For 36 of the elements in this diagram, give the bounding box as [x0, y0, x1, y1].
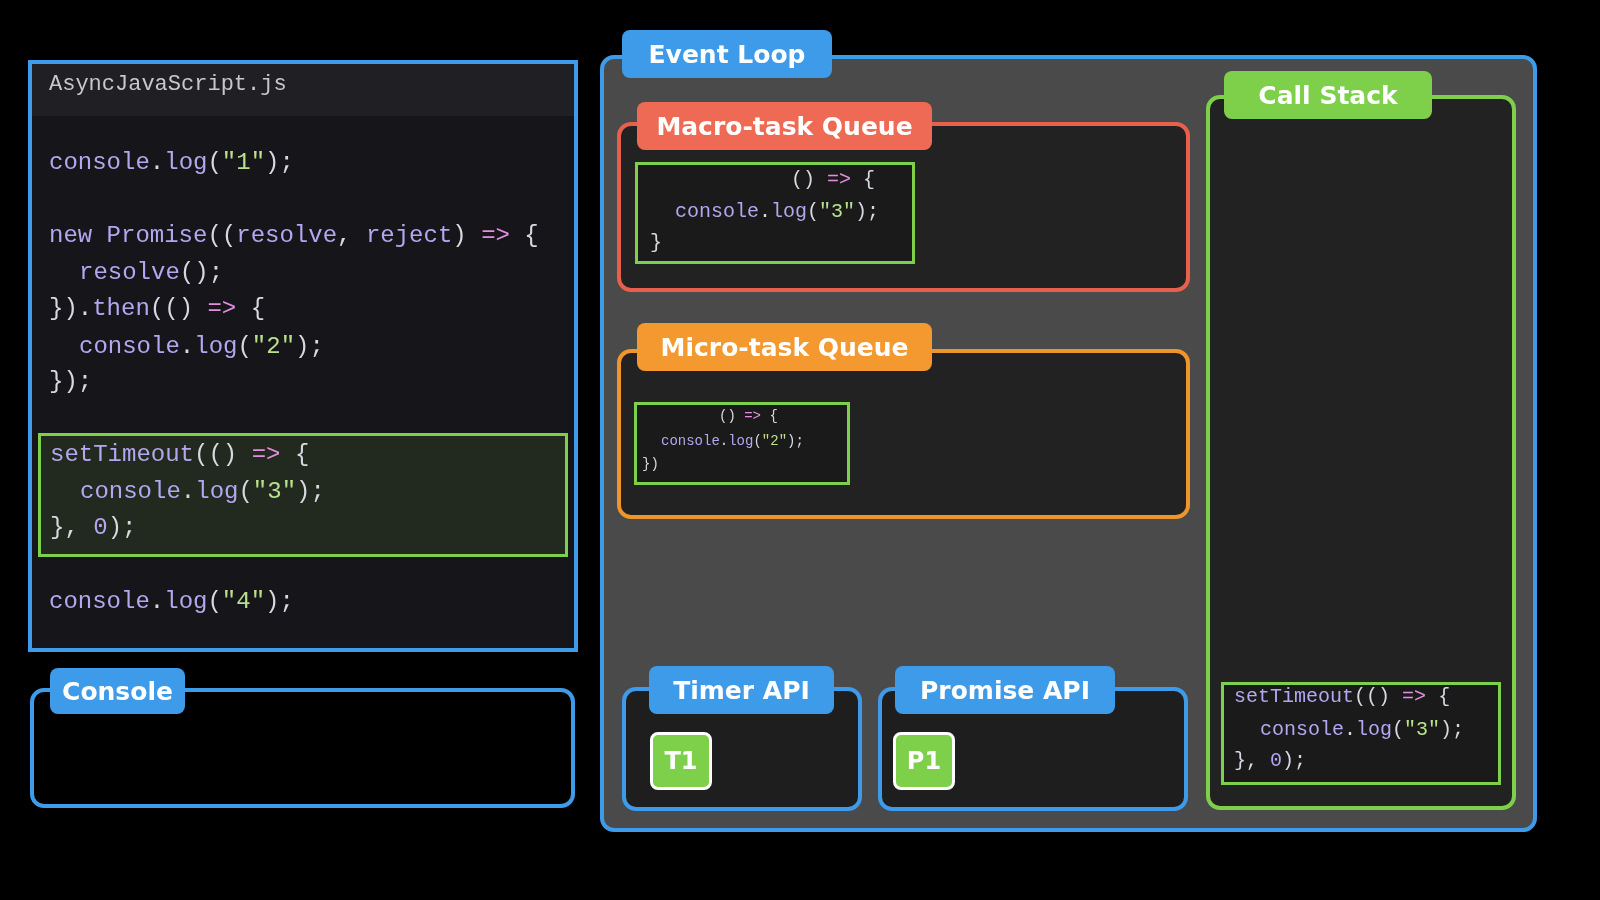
- highlighted-code-block: [38, 433, 568, 557]
- section-tab: Promise API: [895, 666, 1115, 714]
- code-line: () => {: [791, 168, 876, 192]
- badge-label: P1: [905, 747, 943, 775]
- task-badge: [893, 732, 955, 790]
- code-line: console.log("4");: [49, 588, 294, 617]
- task-card: [1221, 682, 1501, 785]
- code-line: console.log("1");: [49, 149, 294, 178]
- badge-label: T1: [663, 747, 699, 775]
- task-badge: [650, 732, 712, 790]
- task-card: [635, 162, 915, 264]
- section-tab: Event Loop: [622, 30, 832, 78]
- code-line: }, 0);: [50, 514, 137, 543]
- code-line: resolve();: [79, 259, 224, 288]
- code-line: new Promise((resolve, reject) => {: [49, 222, 539, 251]
- code-line: }: [650, 231, 662, 255]
- code-line: setTimeout(() => {: [50, 441, 310, 470]
- code-line: });: [49, 368, 93, 397]
- code-line: }): [642, 456, 659, 473]
- code-line: setTimeout(() => {: [1234, 685, 1451, 709]
- code-editor-panel: [28, 60, 578, 652]
- code-line: console.log("3");: [675, 200, 880, 224]
- section-tab: Macro-task Queue: [637, 102, 932, 150]
- code-line: }, 0);: [1234, 749, 1307, 773]
- file-name: AsyncJavaScript.js: [49, 72, 287, 99]
- section-tab: Call Stack: [1224, 71, 1432, 119]
- task-card: [634, 402, 850, 485]
- code-line: console.log("3");: [1260, 718, 1465, 742]
- section-tab: Micro-task Queue: [637, 323, 932, 371]
- code-line: }).then(() => {: [49, 295, 266, 324]
- code-line: console.log("2");: [79, 333, 324, 362]
- code-line: console.log("2");: [661, 433, 804, 450]
- section-tab: Console: [50, 668, 185, 714]
- section-tab: Timer API: [649, 666, 834, 714]
- code-line: () => {: [719, 408, 778, 425]
- code-line: console.log("3");: [80, 478, 325, 507]
